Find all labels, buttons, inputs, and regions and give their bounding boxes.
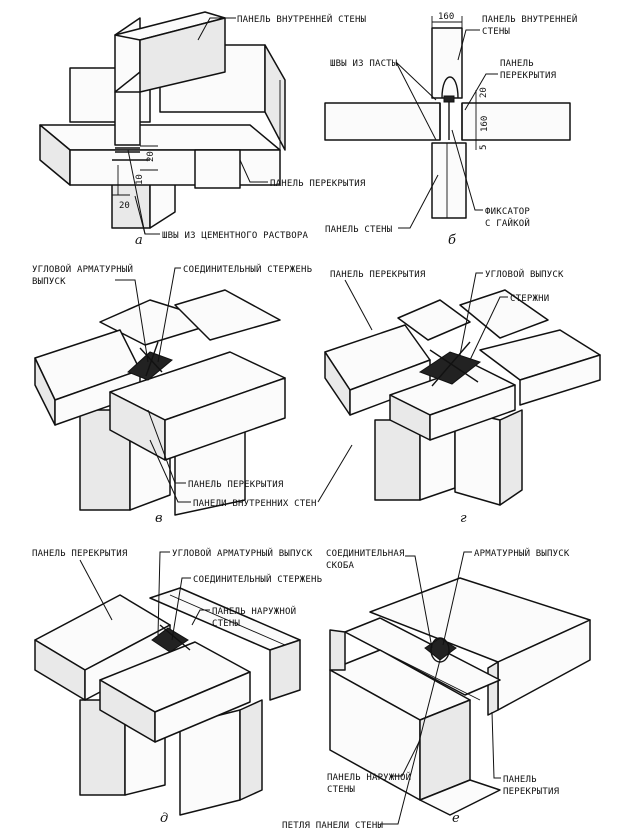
fig-g-label-corner: УГЛОВОЙ ВЫПУСК <box>485 268 564 280</box>
fig-e-label-loop: ПЕТЛЯ ПАНЕЛИ СТЕНЫ <box>282 821 383 831</box>
fig-d-label-outer-2: СТЕНЫ <box>212 619 240 629</box>
fig-a-upper-wall-front <box>114 91 141 146</box>
fig-a-dim-2: 10 <box>135 174 145 185</box>
fig-b-slab-right <box>461 102 571 141</box>
fig-g-slab-back-left <box>397 299 471 341</box>
fig-v-label-slab: ПАНЕЛЬ ПЕРЕКРЫТИЯ <box>188 480 284 490</box>
figure-b: 160 20 160 5 ПАНЕЛЬ ВНУТРЕННЕЙ СТЕНЫ ШВЫ… <box>324 12 578 248</box>
fig-g-col-right-side <box>499 409 523 506</box>
fig-a-slab-back-right-side <box>264 44 286 151</box>
fig-e-label-outer-2: СТЕНЫ <box>327 785 355 795</box>
fig-b-label-slab-2: ПЕРЕКРЫТИЯ <box>500 71 556 81</box>
fig-b-label-fix-1: ФИКСАТОР <box>485 207 530 217</box>
fig-a-label-wall: ПАНЕЛЬ ВНУТРЕННЕЙ СТЕНЫ <box>237 13 366 25</box>
fig-e-slab-edge <box>487 661 499 716</box>
fig-b-lower-wall <box>431 142 467 219</box>
fig-e-label-clip-2: СКОБА <box>326 561 354 571</box>
figure-a: 20 10 20 ПАНЕЛЬ ВНУТРЕННЕЙ СТЕНЫ ПАНЕЛЬ … <box>39 11 366 248</box>
fig-d-label-rod: СОЕДИНИТЕЛЬНЫЙ СТЕРЖЕНЬ <box>193 573 323 585</box>
fig-v-label-walls: ПАНЕЛИ ВНУТРЕННИХ СТЕН <box>193 499 317 509</box>
fig-e-label-rebar: АРМАТУРНЫЙ ВЫПУСК <box>474 547 570 559</box>
fig-e-wall-end <box>329 629 346 671</box>
fig-g-joint <box>418 351 482 385</box>
figure-e: СОЕДИНИТЕЛЬНАЯ СКОБА АРМАТУРНЫЙ ВЫПУСК П… <box>282 547 591 831</box>
fig-a-letter: а <box>135 233 143 248</box>
fig-b-letter: б <box>448 233 456 248</box>
fig-b-dim-top: 160 <box>438 12 454 22</box>
fig-e-label-clip-1: СОЕДИНИТЕЛЬНАЯ <box>326 549 405 559</box>
fig-g-slab-right-front <box>519 354 601 406</box>
fig-b-label-fix-2: С ГАЙКОЙ <box>485 217 530 229</box>
fig-b-label-wall-1: ПАНЕЛЬ ВНУТРЕННЕЙ <box>482 13 578 25</box>
fig-d-col-right-side <box>239 699 263 801</box>
fig-e-label-outer-1: ПАНЕЛЬ НАРУЖНОЙ <box>327 771 411 783</box>
fig-v-label-corner-2: ВЫПУСК <box>32 277 66 287</box>
fig-g-label-slab: ПАНЕЛЬ ПЕРЕКРЫТИЯ <box>330 270 426 280</box>
fig-g-letter: г <box>460 511 467 526</box>
fig-v-letter: в <box>155 511 163 526</box>
figure-v: УГЛОВОЙ АРМАТУРНЫЙ ВЫПУСК СОЕДИНИТЕЛЬНЫЙ… <box>32 263 353 526</box>
fig-e-wall-bottom <box>419 779 501 816</box>
figure-g: ПАНЕЛЬ ПЕРЕКРЫТИЯ УГЛОВОЙ ВЫПУСК СТЕРЖНИ… <box>324 268 601 526</box>
fig-b-dim-5: 5 <box>479 145 489 150</box>
fig-b-label-slab-1: ПАНЕЛЬ <box>500 59 534 69</box>
fig-v-slab-back-right <box>174 289 281 341</box>
fig-g-slab-front-face <box>429 384 516 441</box>
figure-d: ПАНЕЛЬ ПЕРЕКРЫТИЯ УГЛОВОЙ АРМАТУРНЫЙ ВЫП… <box>32 547 323 826</box>
fig-d-slab-front-face <box>154 671 251 743</box>
fig-v-slab-right-front <box>164 377 286 461</box>
fig-b-slab-left <box>324 102 441 141</box>
fig-a-dim-3: 20 <box>146 151 156 162</box>
fig-a-label-seams: ШВЫ ИЗ ЦЕМЕНТНОГО РАСТВОРА <box>162 231 308 241</box>
fig-e-label-slab-1: ПАНЕЛЬ <box>503 775 537 785</box>
fig-b-nut <box>443 95 455 103</box>
fig-e-letter: е <box>452 811 460 826</box>
fig-b-label-wall-2: СТЕНЫ <box>482 27 510 37</box>
fig-d-letter: д <box>160 811 168 826</box>
fig-a-label-slab: ПАНЕЛЬ ПЕРЕКРЫТИЯ <box>270 179 366 189</box>
fig-b-label-lower-wall: ПАНЕЛЬ СТЕНЫ <box>325 225 392 235</box>
fig-d-label-slab: ПАНЕЛЬ ПЕРЕКРЫТИЯ <box>32 549 128 559</box>
fig-d-outer-wall-end <box>269 639 301 701</box>
fig-v-label-corner-1: УГЛОВОЙ АРМАТУРНЫЙ <box>32 263 133 275</box>
fig-g-slab-back-right <box>459 289 549 339</box>
fig-a-dim-1: 20 <box>119 201 130 211</box>
fig-a-slab-top <box>39 124 281 151</box>
fig-e-wall-top <box>344 617 501 696</box>
fig-b-label-paste: ШВЫ ИЗ ПАСТЫ <box>330 59 397 69</box>
fig-e-label-slab-2: ПЕРЕКРЫТИЯ <box>503 787 559 797</box>
fig-v-label-rod: СОЕДИНИТЕЛЬНЫЙ СТЕРЖЕНЬ <box>183 263 313 275</box>
fig-a-upper-wall-side <box>139 17 226 93</box>
fig-d-label-outer-1: ПАНЕЛЬ НАРУЖНОЙ <box>212 605 296 617</box>
fig-b-dim-20: 20 <box>479 87 489 98</box>
fig-b-dim-160: 160 <box>480 116 490 132</box>
fig-a-right-wall <box>194 149 241 189</box>
fig-d-joint <box>151 627 189 653</box>
fig-b-loop <box>441 76 459 99</box>
fig-g-label-rods: СТЕРЖНИ <box>510 294 549 304</box>
fig-d-label-corner: УГЛОВОЙ АРМАТУРНЫЙ ВЫПУСК <box>172 547 313 559</box>
